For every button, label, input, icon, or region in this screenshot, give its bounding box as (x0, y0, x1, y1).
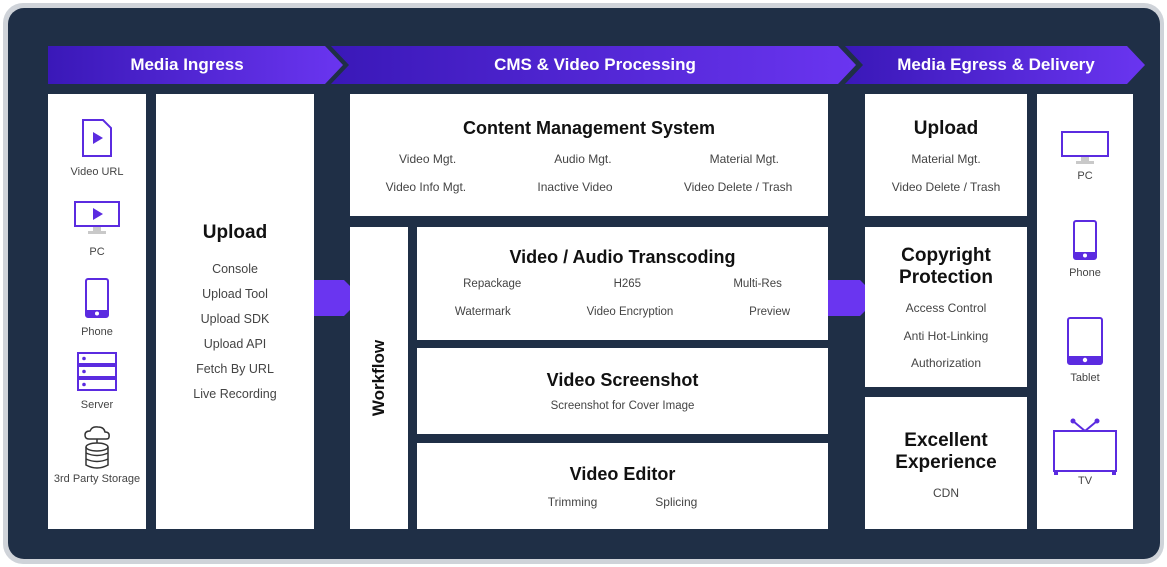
editor-item: Splicing (655, 495, 698, 509)
screenshot-box: Video Screenshot Screenshot for Cover Im… (417, 348, 828, 434)
copyright-box: Copyright Protection Access Control Anti… (865, 227, 1027, 387)
device-tablet: Tablet (1037, 316, 1133, 384)
upload-egress-title: Upload (913, 118, 979, 139)
screenshot-sub: Screenshot for Cover Image (550, 400, 695, 412)
banner-ingress: Media Ingress (130, 55, 244, 74)
transcoding-item: Multi-Res (733, 278, 782, 290)
source-server: Server (48, 351, 146, 411)
banner-egress-shape (845, 46, 1145, 84)
copyright-item: Authorization (910, 356, 982, 370)
transcoding-item: Preview (749, 306, 791, 318)
cms-row-2: Video Info Mgt. Inactive Video Video Del… (350, 180, 828, 194)
transcoding-item: Video Encryption (586, 306, 674, 318)
upload-ingress-list: Console Upload Tool Upload SDK Upload AP… (156, 257, 314, 407)
transcoding-item: Repackage (463, 278, 522, 290)
upload-egress-item: Material Mgt. (911, 152, 981, 166)
phone-icon (85, 278, 109, 318)
banner-processing-shape (331, 46, 856, 84)
upload-egress-box: Upload Material Mgt. Video Delete / Tras… (865, 94, 1027, 216)
experience-box: Excellent Experience CDN (865, 397, 1027, 529)
editor-title: Video Editor (569, 464, 676, 484)
cms-item: Video Delete / Trash (683, 180, 793, 194)
cms-item: Inactive Video (537, 180, 613, 194)
experience-title: Excellent Experience (895, 430, 997, 473)
experience-item: CDN (933, 486, 959, 500)
cms-item: Video Info Mgt. (385, 180, 467, 194)
device-tv: TV (1037, 417, 1133, 487)
phone-icon (1073, 220, 1097, 260)
source-phone: Phone (48, 277, 146, 338)
banner-ingress-shape (48, 46, 343, 84)
cms-box: Content Management System Video Mgt. Aud… (350, 94, 828, 216)
workflow-label: Workflow (369, 339, 388, 417)
server-icon (77, 352, 117, 391)
banner-chevrons (48, 46, 1145, 84)
upload-item: Upload Tool (202, 287, 268, 301)
cms-title: Content Management System (462, 118, 716, 138)
cms-item: Video Mgt. (399, 152, 457, 166)
screenshot-title: Video Screenshot (546, 370, 699, 390)
upload-item: Fetch By URL (196, 362, 274, 376)
upload-egress-item: Video Delete / Trash (891, 180, 1001, 194)
video-file-icon (82, 119, 112, 157)
sources-column: Video URL PC Phone Server 3rd Party Stor… (48, 94, 146, 529)
upload-item: Upload API (203, 337, 267, 351)
transcoding-row-1: Repackage H265 Multi-Res (417, 278, 828, 290)
upload-item: Upload SDK (200, 312, 270, 326)
transcoding-row-2: Watermark Video Encryption Preview (417, 306, 828, 318)
cms-row-1: Video Mgt. Audio Mgt. Material Mgt. (350, 152, 828, 166)
editor-item: Trimming (547, 495, 598, 509)
upload-ingress-box: Upload Console Upload Tool Upload SDK Up… (156, 94, 314, 529)
copyright-item: Anti Hot-Linking (903, 329, 989, 343)
transcoding-item: H265 (613, 278, 642, 290)
cms-item: Audio Mgt. (554, 152, 612, 166)
upload-ingress-title: Upload (202, 222, 268, 243)
device-phone: Phone (1037, 219, 1133, 279)
source-pc: PC (48, 200, 146, 258)
workflow-box: Workflow (350, 227, 408, 529)
pc-monitor-icon (1061, 131, 1109, 164)
source-video-url: Video URL (48, 118, 146, 178)
transcoding-title: Video / Audio Transcoding (509, 247, 736, 267)
tablet-icon (1067, 317, 1103, 365)
transcoding-box: Video / Audio Transcoding Repackage H265… (417, 227, 828, 340)
upload-item: Live Recording (193, 387, 277, 401)
pc-monitor-icon (74, 201, 120, 234)
cloud-storage-icon (84, 426, 110, 469)
copyright-item: Access Control (905, 301, 987, 315)
copyright-title: Copyright Protection (899, 245, 993, 288)
cms-item: Material Mgt. (709, 152, 779, 166)
tv-icon (1053, 418, 1117, 475)
source-storage: 3rd Party Storage (48, 425, 146, 486)
banner-egress: Media Egress & Delivery (897, 55, 1095, 74)
editor-box: Video Editor Trimming Splicing (417, 443, 828, 529)
transcoding-item: Watermark (454, 306, 511, 318)
devices-column: PC Phone Tablet TV (1037, 94, 1133, 529)
banner-processing: CMS & Video Processing (494, 55, 696, 74)
device-pc: PC (1037, 130, 1133, 182)
upload-item: Console (212, 262, 258, 276)
editor-items: Trimming Splicing (417, 495, 828, 509)
